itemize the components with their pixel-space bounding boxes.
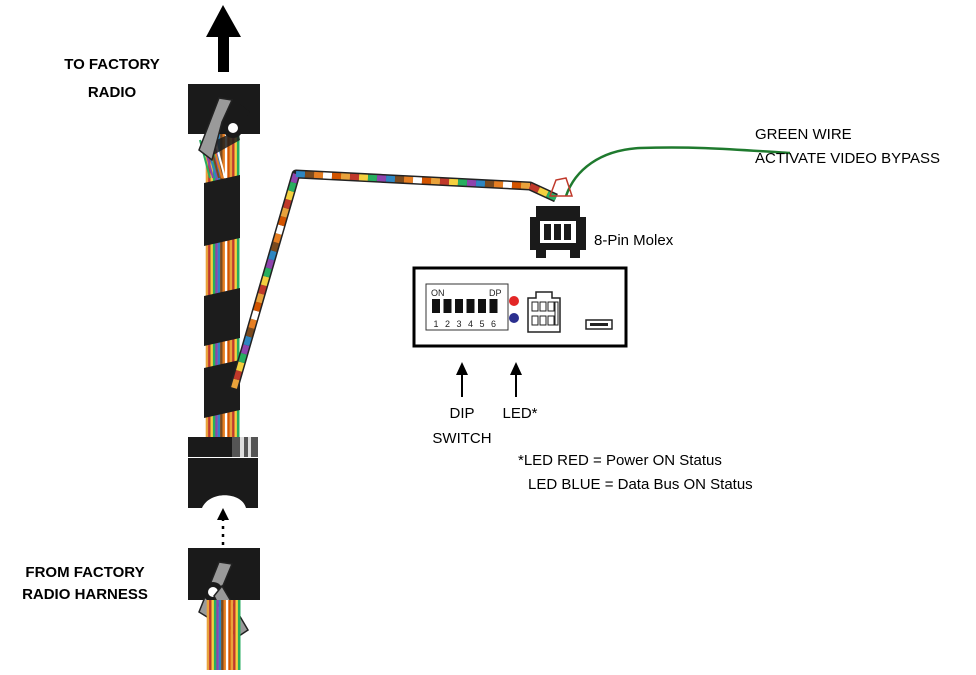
branch-cable-strand: [241, 354, 243, 363]
branch-cable-strand: [259, 294, 261, 303]
branch-cable-strand: [246, 337, 248, 346]
dip-key: [444, 299, 452, 313]
branch-cable-strand: [286, 200, 288, 209]
led-note-line2: LED BLUE = Data Bus ON Status: [528, 476, 753, 493]
branch-cable-strand: [271, 251, 273, 260]
led-label: LED*: [502, 405, 537, 422]
dip-number: 3: [456, 319, 461, 329]
mini-usb-port-icon: [586, 320, 612, 329]
green-wire-label-line1: GREEN WIRE: [755, 126, 852, 143]
dip-number: 1: [433, 319, 438, 329]
branch-cable-strand: [254, 311, 256, 320]
led-blue-icon: [509, 313, 519, 323]
branch-cable-strand: [256, 302, 258, 311]
to-factory-label-line2: RADIO: [88, 84, 137, 101]
dip-number: 6: [491, 319, 496, 329]
branch-cable-strand: [539, 190, 548, 194]
branch-cable-strand: [266, 268, 268, 277]
dotted-arrow-icon: [217, 508, 229, 545]
led-pointer-arrow-icon: [510, 362, 522, 397]
branch-cable-strand: [251, 320, 253, 329]
dip-dp-label: DP: [489, 288, 502, 298]
to-factory-label-line1: TO FACTORY: [64, 56, 160, 73]
branch-cable-strand: [244, 345, 246, 354]
bottom-connector: [188, 437, 258, 508]
dip-label-line1: DIP: [449, 405, 474, 422]
branch-cable-strand: [269, 260, 271, 269]
molex-label: 8-Pin Molex: [594, 232, 674, 249]
branch-cable-strand: [294, 174, 296, 183]
led-red-icon: [509, 296, 519, 306]
branch-cable-strand: [264, 277, 266, 286]
from-factory-label-line2: RADIO HARNESS: [22, 586, 148, 603]
led-note-line1: *LED RED = Power ON Status: [518, 452, 722, 469]
molex-connector: [530, 206, 586, 258]
dip-on-label: ON: [431, 288, 445, 298]
up-arrow-icon: [206, 5, 241, 72]
module-8-pin-port: [528, 292, 560, 332]
dip-key: [467, 299, 475, 313]
branch-cable-strand: [284, 208, 286, 217]
green-wire-label-line2: ACTIVATE VIDEO BYPASS: [755, 150, 940, 167]
harness-wire-bundle: [208, 600, 239, 670]
branch-cable-strand: [276, 234, 278, 243]
dip-label-line2: SWITCH: [432, 430, 491, 447]
dip-key: [455, 299, 463, 313]
dip-key: [432, 299, 440, 313]
dip-number: 5: [479, 319, 484, 329]
dip-number: 4: [468, 319, 473, 329]
branch-cable-strand: [234, 379, 236, 388]
branch-cable-strand: [279, 225, 281, 234]
dip-key: [490, 299, 498, 313]
branch-cable-strand: [261, 285, 263, 294]
branch-cable-strand: [291, 183, 293, 192]
branch-cable-strand: [289, 191, 291, 200]
branch-cable-strand: [281, 217, 283, 226]
branch-cable-strand: [249, 328, 251, 337]
dip-key: [478, 299, 486, 313]
branch-cable-strand: [236, 371, 238, 380]
branch-cable-strand: [274, 242, 276, 251]
branch-cable-strand: [239, 362, 241, 371]
from-factory-label-line1: FROM FACTORY: [25, 564, 144, 581]
dip-pointer-arrow-icon: [456, 362, 468, 397]
dip-number: 2: [445, 319, 450, 329]
branch-cable-strand: [530, 186, 539, 190]
